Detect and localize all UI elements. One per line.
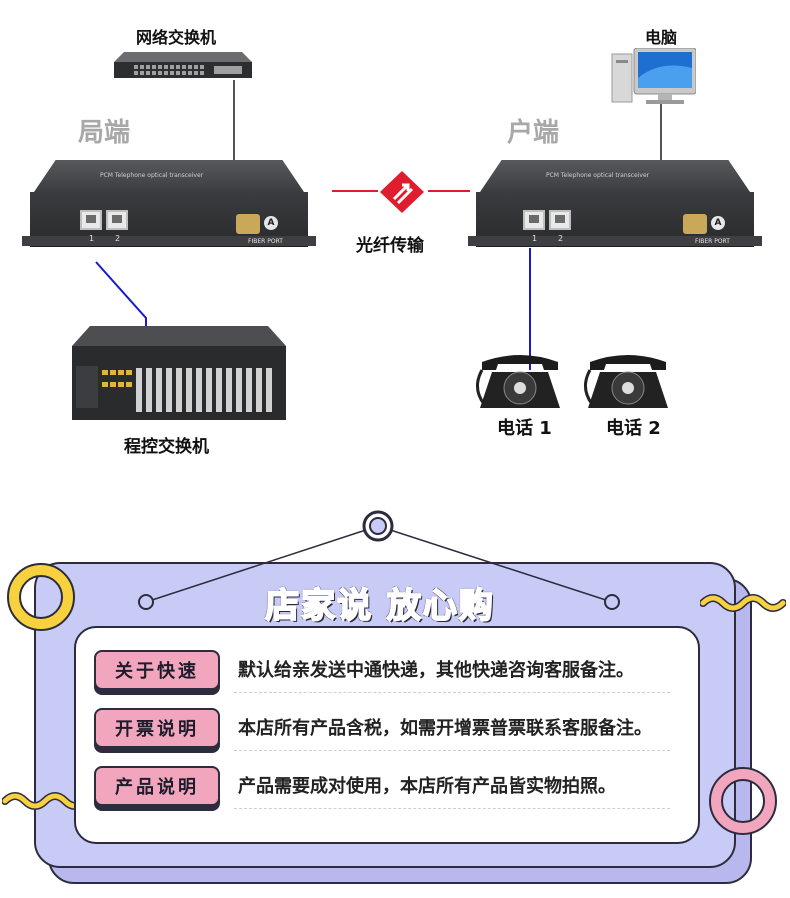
office-side-label: 局端 (78, 112, 130, 149)
pbx-icon (72, 326, 286, 422)
yellow-squiggle-right-icon (700, 590, 786, 616)
office-port-1-label: 1 (89, 234, 94, 243)
phone-2-label: 电话 2 (606, 414, 661, 440)
row-invoice-text: 本店所有产品含税，如需开增票普票联系客服备注。 (238, 714, 652, 740)
fiber-transmission-icon (380, 171, 424, 213)
user-side-label: 户端 (507, 112, 559, 149)
office-fiber-port-label: FIBER PORT (248, 238, 283, 245)
yellow-ring-icon (4, 560, 78, 634)
user-port-1-label: 1 (532, 234, 537, 243)
phone-1-icon (472, 348, 568, 412)
office-panel-text: PCM Telephone optical transceiver (100, 172, 203, 179)
row-divider-2 (234, 750, 670, 751)
phone-2-icon (580, 348, 676, 412)
row-divider-1 (234, 692, 670, 693)
user-port-2-label: 2 (558, 234, 563, 243)
office-fiber-connector (236, 214, 260, 234)
network-switch-icon (114, 52, 252, 78)
tag-shipping: 关于快速 (94, 650, 220, 690)
notice-title: 店家说 放心购 (240, 578, 520, 627)
office-rj45-port-1 (80, 210, 102, 230)
network-switch-label: 网络交换机 (136, 24, 216, 48)
office-fiber-badge: A (264, 216, 278, 230)
pink-ring-icon (706, 764, 780, 838)
user-panel-text: PCM Telephone optical transceiver (546, 172, 649, 179)
row-product-text: 产品需要成对使用，本店所有产品皆实物拍照。 (238, 772, 616, 798)
computer-label: 电脑 (645, 24, 677, 48)
computer-icon (610, 48, 696, 106)
phone-1-label: 电话 1 (497, 414, 552, 440)
user-rj45-port-2 (549, 210, 571, 230)
tag-invoice: 开票说明 (94, 708, 220, 748)
office-rj45-port-2 (106, 210, 128, 230)
pbx-label: 程控交换机 (124, 432, 209, 457)
row-divider-3 (234, 808, 670, 809)
user-fiber-connector (683, 214, 707, 234)
row-shipping-text: 默认给亲发送中通快递，其他快递咨询客服备注。 (238, 656, 634, 682)
fiber-transmission-label: 光纤传输 (356, 231, 424, 256)
office-port-2-label: 2 (115, 234, 120, 243)
tag-product: 产品说明 (94, 766, 220, 806)
user-fiber-badge: A (711, 216, 725, 230)
user-rj45-port-1 (523, 210, 545, 230)
user-fiber-port-label: FIBER PORT (695, 238, 730, 245)
